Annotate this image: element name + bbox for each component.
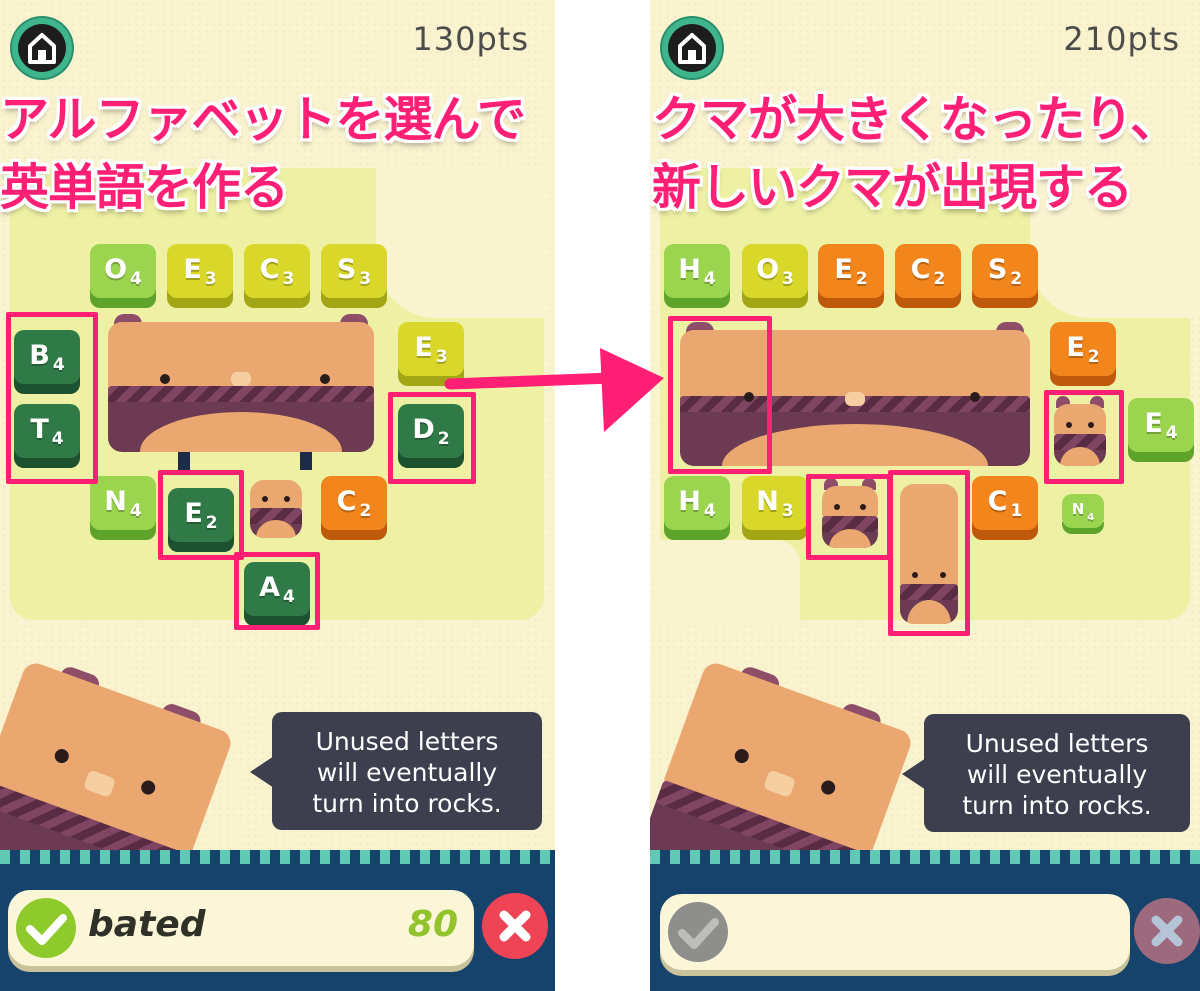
close-icon [499,910,531,942]
submit-word-button[interactable] [16,898,76,958]
selection-highlight [388,392,476,484]
word-score: 80 [407,904,458,945]
bear-small [822,478,878,548]
bear-leg [300,452,312,470]
clear-word-button[interactable] [482,893,548,959]
selection-highlight [234,552,320,630]
home-button[interactable] [12,18,72,78]
close-icon [1151,915,1183,947]
word-input-bar[interactable]: bated 80 [8,890,474,966]
check-icon [678,918,719,949]
word-input-bar[interactable] [660,894,1130,970]
check-icon [26,914,67,945]
selection-highlight [1044,390,1124,484]
caption-line-2: 英単語を作る [0,159,289,216]
selection-highlight [806,474,892,560]
points-display: 130pts [412,20,529,58]
home-icon [678,33,706,64]
submit-word-button[interactable] [668,902,728,962]
home-icon [28,33,56,64]
selection-highlight [668,316,772,474]
selection-highlight [888,470,970,636]
bear-small [1054,396,1106,466]
clear-word-button[interactable] [1134,898,1200,964]
bear-small [250,480,302,538]
caption-line-2: 新しいクマが出現する [652,159,1133,216]
bear-large [108,314,374,452]
bear-leg [178,452,190,470]
points-display: 210pts [1063,20,1180,58]
bear-tall [900,484,958,624]
home-button[interactable] [662,18,722,78]
current-word: bated [88,904,206,945]
caption-line-1: クマが大きくなったり、 [652,91,1179,148]
caption-line-1: アルファベットを選んで [0,91,526,148]
selection-highlight [6,312,98,484]
selection-highlight [158,470,244,560]
bear-large [680,322,1030,466]
